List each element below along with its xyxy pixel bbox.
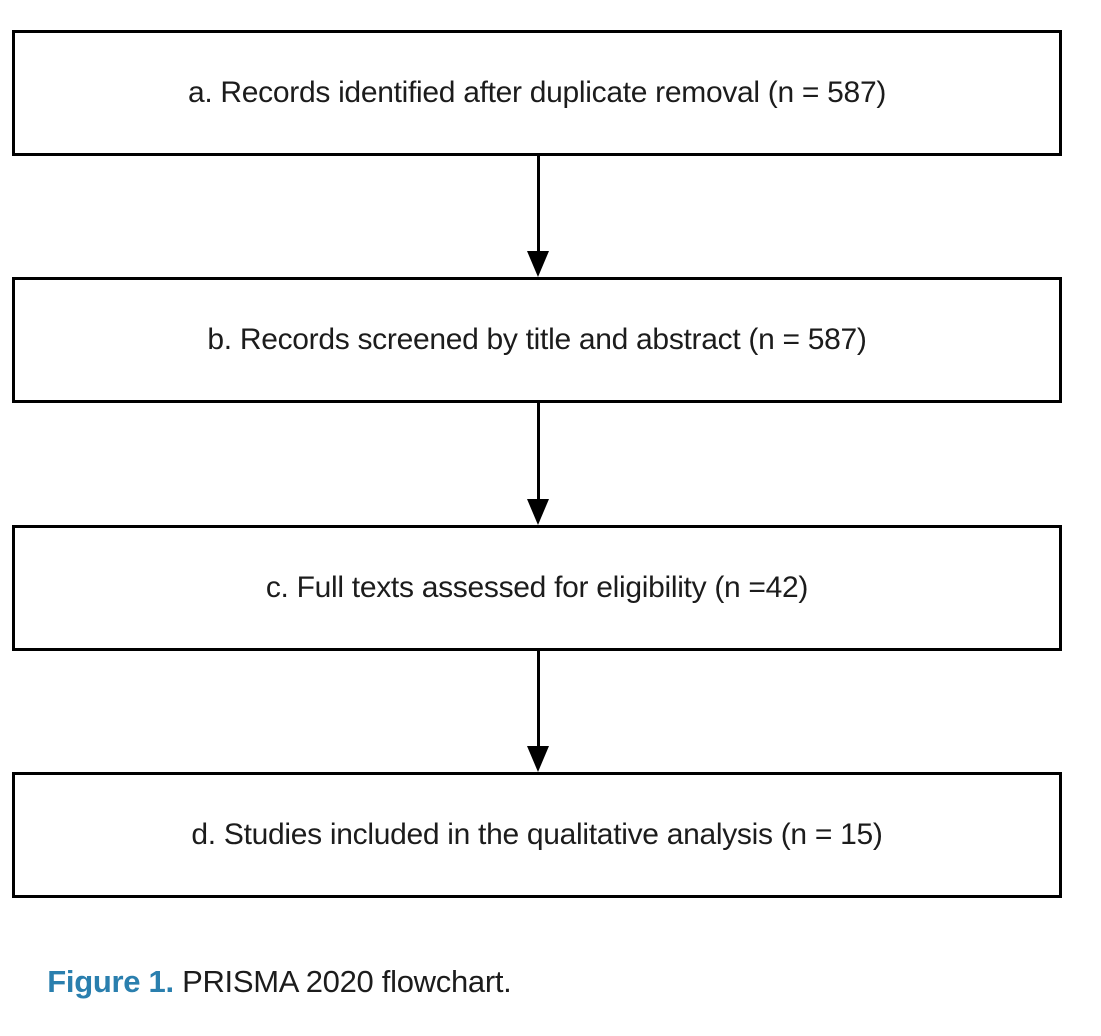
flow-box-records-screened: b. Records screened by title and abstrac… <box>12 277 1062 403</box>
flow-arrow-c-to-d <box>527 651 550 772</box>
flow-box-label: d. Studies included in the qualitative a… <box>191 818 883 851</box>
flow-arrow-a-to-b <box>527 156 550 277</box>
prisma-flowchart: a. Records identified after duplicate re… <box>12 30 1062 999</box>
figure-caption: Figure 1. PRISMA 2020 flowchart. <box>14 928 512 1036</box>
flow-arrow-b-to-c <box>527 403 550 525</box>
arrow-line <box>537 403 540 501</box>
flow-box-label: c. Full texts assessed for eligibility (… <box>265 571 809 604</box>
flow-box-studies-included: d. Studies included in the qualitative a… <box>12 772 1062 898</box>
flow-box-label: a. Records identified after duplicate re… <box>187 76 887 109</box>
arrow-down-icon <box>527 251 549 277</box>
flow-box-label: b. Records screened by title and abstrac… <box>207 323 867 356</box>
arrow-down-icon <box>527 499 549 525</box>
arrow-line <box>537 156 540 253</box>
flow-box-fulltexts-assessed: c. Full texts assessed for eligibility (… <box>12 525 1062 651</box>
arrow-line <box>537 651 540 748</box>
arrow-down-icon <box>527 746 549 772</box>
figure-caption-label: Figure 1. <box>47 964 174 999</box>
figure-caption-text: PRISMA 2020 flowchart. <box>173 964 512 999</box>
flow-box-records-identified: a. Records identified after duplicate re… <box>12 30 1062 156</box>
